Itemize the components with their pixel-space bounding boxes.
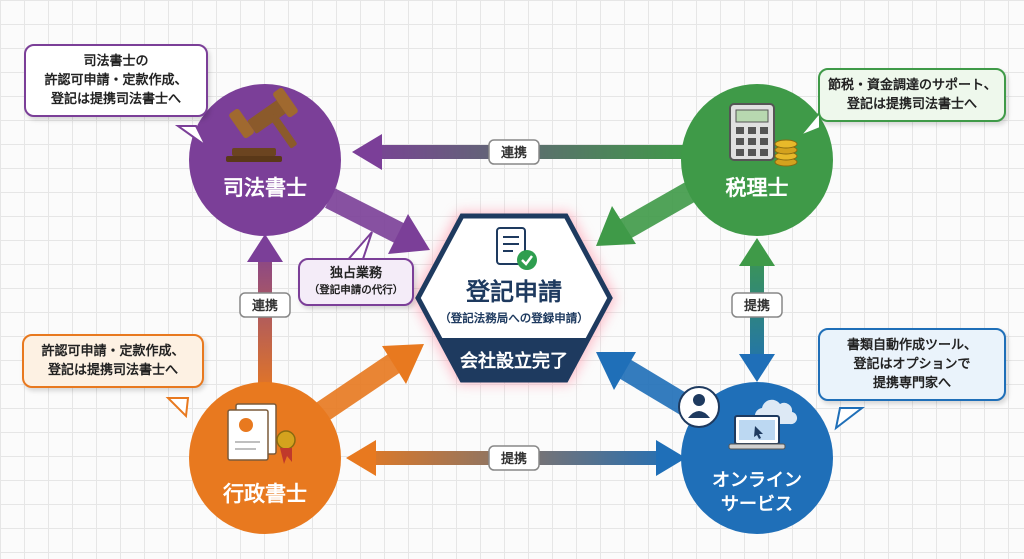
certificate-icon bbox=[227, 403, 296, 464]
bubble-exclusive-line: 独占業務 bbox=[329, 266, 382, 281]
bubble-shiho-line: 登記は提携司法書士へ bbox=[50, 92, 181, 107]
bubble-shiho-line: 司法書士の bbox=[83, 54, 149, 69]
node-zeiri: 税理士 bbox=[681, 84, 833, 236]
bubble-exclusive: 独占業務 （登記申請の代行） bbox=[298, 258, 414, 306]
node-shiho-label: 司法書士 bbox=[223, 176, 307, 200]
bubble-online-line: 書類自動作成ツール、 bbox=[846, 338, 977, 353]
arrow-shiho-to-center bbox=[325, 188, 430, 254]
center-subtitle: （登記法務局への登録申請） bbox=[439, 311, 589, 325]
edge-label-left-text: 連携 bbox=[252, 298, 278, 314]
bubble-shiho-line: 許認可申請・定款作成、 bbox=[44, 73, 188, 88]
node-shiho: 司法書士 bbox=[189, 84, 341, 236]
arrow-zeiri-to-center bbox=[596, 182, 696, 246]
edge-label-right: 提携 bbox=[731, 292, 783, 318]
node-zeiri-label: 税理士 bbox=[726, 176, 789, 200]
bubble-shiho: 司法書士の 許認可申請・定款作成、 登記は提携司法書士へ bbox=[24, 44, 208, 117]
node-online: オンライン サービス bbox=[678, 382, 833, 534]
edge-label-bottom-text: 提携 bbox=[501, 451, 527, 467]
bubble-online-line: 登記はオプションで bbox=[853, 357, 971, 372]
user-avatar-icon bbox=[678, 386, 720, 428]
coins-icon bbox=[774, 139, 798, 167]
center-title: 登記申請 bbox=[465, 278, 562, 306]
edge-label-left: 連携 bbox=[239, 292, 291, 318]
center-node: 登記申請 （登記法務局への登録申請） 会社設立完了 bbox=[412, 212, 616, 384]
edge-label-top-text: 連携 bbox=[501, 145, 527, 161]
node-gyosei-label: 行政書士 bbox=[222, 482, 307, 506]
bubble-gyosei-line: 登記は提携司法書士へ bbox=[47, 363, 178, 378]
bubble-shiho-tail bbox=[174, 125, 207, 147]
laptop-cloud-icon bbox=[728, 399, 798, 450]
center-footer: 会社設立完了 bbox=[460, 350, 568, 372]
bubble-exclusive-line: （登記申請の代行） bbox=[308, 284, 404, 296]
edge-label-top: 連携 bbox=[488, 139, 540, 165]
node-online-label-line2: サービス bbox=[721, 494, 793, 515]
document-check-icon bbox=[496, 227, 537, 270]
bubble-online-line: 提携専門家へ bbox=[872, 376, 951, 391]
bubble-gyosei-line: 許認可申請・定款作成、 bbox=[41, 344, 185, 359]
arrow-online-to-center bbox=[596, 352, 696, 418]
bubble-online: 書類自動作成ツール、 登記はオプションで 提携専門家へ bbox=[818, 328, 1006, 401]
bubble-gyosei-tail bbox=[165, 397, 190, 419]
gavel-icon bbox=[226, 88, 298, 162]
arrow-gyosei-to-center bbox=[315, 344, 424, 422]
bubble-zeiri-tail bbox=[799, 109, 821, 137]
node-gyosei: 行政書士 bbox=[189, 382, 341, 534]
edge-label-right-text: 提携 bbox=[744, 298, 770, 314]
calculator-icon bbox=[729, 103, 775, 161]
bubble-zeiri-line: 節税・資金調達のサポート、 bbox=[828, 78, 997, 93]
bubble-zeiri: 節税・資金調達のサポート、 登記は提携司法書士へ bbox=[818, 68, 1006, 122]
bubble-gyosei: 許認可申請・定款作成、 登記は提携司法書士へ bbox=[22, 334, 204, 388]
bubble-online-tail bbox=[834, 407, 865, 431]
edge-label-bottom: 提携 bbox=[488, 445, 540, 471]
bubble-zeiri-line: 登記は提携司法書士へ bbox=[846, 97, 977, 112]
edge-left-arrow bbox=[247, 234, 283, 400]
node-online-label-line1: オンライン bbox=[712, 470, 802, 491]
